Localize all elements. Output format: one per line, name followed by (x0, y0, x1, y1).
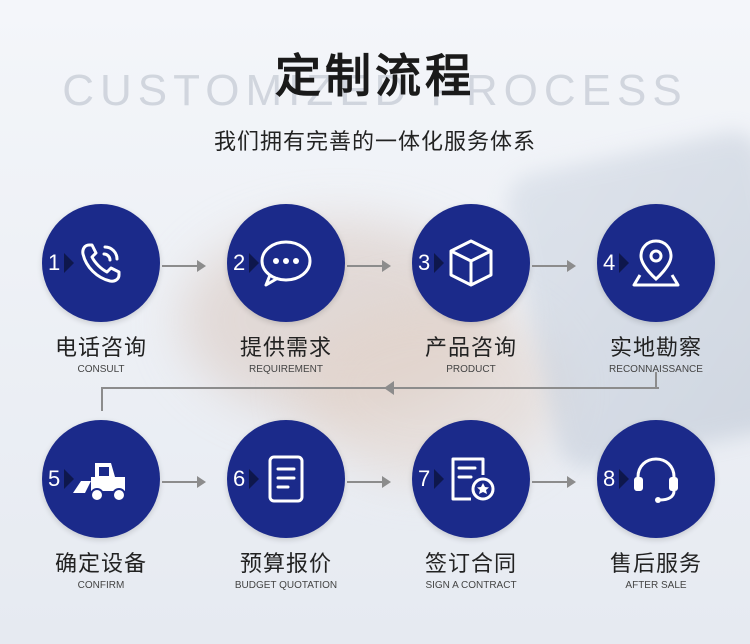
chat-bubble-icon (260, 240, 312, 287)
headset-icon (634, 457, 678, 503)
map-pin-icon (632, 239, 680, 287)
return-line-down (655, 372, 657, 388)
page-title: 定制流程 (275, 49, 475, 103)
step-subtitle: RECONNAISSANCE (609, 364, 703, 375)
step-circle: 7 (412, 420, 530, 538)
step-number: 5 (48, 466, 61, 491)
step-8: 8 售后服务 AFTER SALE (571, 420, 741, 591)
step-2: 2 提供需求 REQUIREMENT (201, 204, 371, 375)
step-number: 7 (418, 466, 431, 491)
watermark-text: CUSTOMIZED PROCESS (62, 66, 688, 115)
step-7: 7 签订合同 SIGN A CONTRACT (386, 420, 556, 591)
step-subtitle: PRODUCT (446, 364, 496, 375)
return-line (101, 387, 659, 411)
step-number: 4 (603, 250, 616, 275)
step-subtitle: CONFIRM (77, 580, 125, 591)
step-number: 1 (48, 250, 61, 275)
step-subtitle: BUDGET QUOTATION (234, 580, 338, 591)
step-subtitle: REQUIREMENT (249, 364, 323, 375)
step-4: 4 实地勘察 RECONNAISSANCE (571, 204, 741, 375)
slogan: 我们拥有完善的一体化服务体系 (213, 130, 536, 155)
arrow-2-3 (347, 260, 391, 272)
arrow-6-7 (347, 476, 391, 488)
step-5: 5 确定设备 CONFIRM (16, 420, 186, 591)
contract-seal-icon (451, 457, 495, 501)
step-circle: 1 (42, 204, 160, 322)
step-circle: 2 (227, 204, 345, 322)
step-number: 6 (233, 466, 246, 491)
arrow-5-6 (162, 476, 206, 488)
step-3: 3 产品咨询 PRODUCT (386, 204, 556, 375)
step-circle: 8 (597, 420, 715, 538)
document-icon (268, 455, 304, 503)
step-number: 3 (418, 250, 431, 275)
step-title: 实地勘察 (609, 336, 702, 361)
step-subtitle: AFTER SALE (625, 580, 687, 591)
loader-vehicle-icon (73, 463, 126, 502)
step-circle: 4 (597, 204, 715, 322)
step-6: 6 预算报价 BUDGET QUOTATION (201, 420, 371, 591)
step-title: 电话咨询 (54, 336, 147, 361)
arrow-7-8 (532, 476, 576, 488)
arrow-3-4 (532, 260, 576, 272)
step-subtitle: CONSULT (77, 364, 125, 375)
step-number: 2 (233, 250, 246, 275)
arrow-1-2 (162, 260, 206, 272)
phone-icon (81, 243, 121, 283)
step-circle: 5 (42, 420, 160, 538)
step-number: 8 (603, 466, 616, 491)
step-title: 售后服务 (609, 552, 702, 577)
step-subtitle: SIGN A CONTRACT (425, 580, 517, 591)
step-title: 预算报价 (239, 552, 332, 577)
step-circle: 3 (412, 204, 530, 322)
box-icon (449, 239, 493, 287)
step-1: 1 电话咨询 CONSULT (16, 204, 186, 375)
return-arrow-head (384, 381, 394, 395)
step-title: 确定设备 (54, 552, 147, 577)
step-circle: 6 (227, 420, 345, 538)
step-title: 签订合同 (424, 552, 517, 577)
step-title: 提供需求 (239, 336, 332, 361)
step-title: 产品咨询 (424, 336, 517, 361)
